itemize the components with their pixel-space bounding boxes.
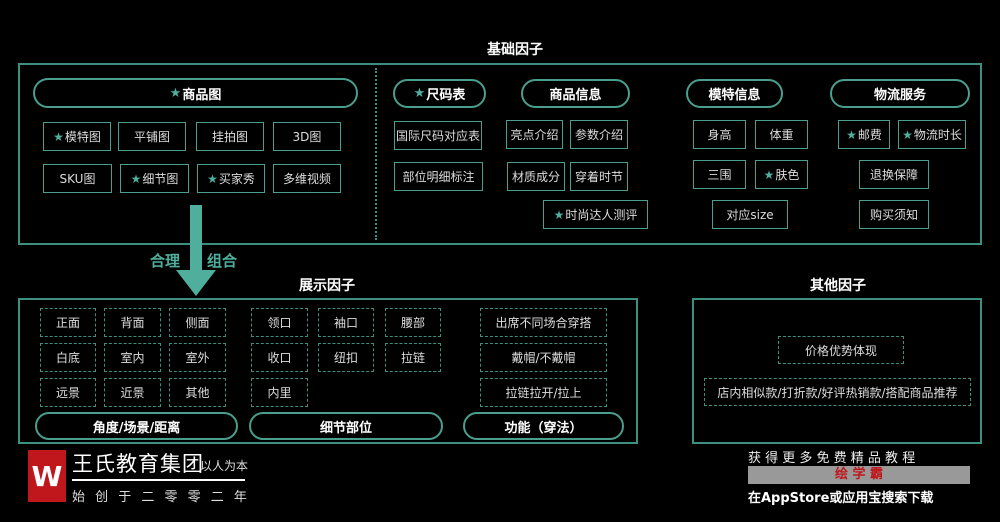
- item-season: 穿着时节: [570, 162, 628, 191]
- star-icon: ★: [413, 86, 426, 101]
- display-factors-title: 展示因子: [299, 278, 355, 294]
- star-icon: ★: [553, 207, 565, 222]
- item-highlights: 亮点介绍: [506, 120, 563, 149]
- pill-model-info: 模特信息: [686, 79, 783, 108]
- item-label: 细节图: [142, 172, 179, 186]
- item-angle-6: 远景: [40, 378, 96, 407]
- star-icon: ★: [130, 171, 142, 186]
- item-model-image: ★模特图: [43, 122, 111, 151]
- item-label: 物流时长: [913, 128, 962, 142]
- item-return-guarantee: 退换保障: [859, 160, 929, 189]
- pill-detail-parts: 细节部位: [249, 412, 443, 440]
- item-buyer-show: ★买家秀: [197, 164, 265, 193]
- item-function-1: 戴帽/不戴帽: [480, 343, 607, 372]
- pill-label: 商品图: [182, 87, 222, 103]
- pill-product-image: ★商品图: [33, 78, 358, 108]
- item-purchase-notice: 购买须知: [859, 200, 929, 229]
- star-icon: ★: [207, 171, 218, 186]
- pill-logistics: 物流服务: [830, 79, 970, 108]
- pill-angle-scene: 角度/场景/距离: [35, 412, 238, 440]
- pill-label: 尺码表: [426, 88, 466, 103]
- basic-factors-title: 基础因子: [487, 42, 543, 58]
- logo-underline: [72, 479, 245, 481]
- item-fashion-review: ★时尚达人测评: [543, 200, 648, 229]
- item-angle-3: 白底: [40, 343, 96, 372]
- item-delivery-time: ★物流时长: [898, 120, 966, 149]
- item-corresponding-size: 对应size: [712, 200, 788, 229]
- item-hanging-image: 挂拍图: [196, 122, 264, 151]
- logo-name: 王氏教育集团: [72, 452, 204, 476]
- item-height: 身高: [693, 120, 746, 149]
- item-measurements: 三围: [693, 160, 746, 189]
- promo-line3: 在AppStore或应用宝搜索下载: [748, 491, 934, 506]
- item-detail-0: 领口: [251, 308, 308, 337]
- item-recommendations: 店内相似款/打折款/好评热销款/搭配商品推荐: [704, 378, 971, 406]
- item-postage: ★邮费: [838, 120, 890, 149]
- other-factors-frame: [692, 298, 982, 444]
- logo-slogan: 以人为本: [200, 459, 249, 473]
- item-function-0: 出席不同场合穿搭: [480, 308, 607, 337]
- item-weight: 体重: [755, 120, 808, 149]
- arrow-label-right: 组合: [207, 252, 238, 270]
- item-detail-5: 拉链: [385, 343, 441, 372]
- star-icon: ★: [846, 127, 857, 142]
- item-skin-color: ★肤色: [755, 160, 808, 189]
- divider: [375, 68, 377, 240]
- item-detail-image: ★细节图: [120, 164, 189, 193]
- star-icon: ★: [763, 167, 775, 182]
- item-3d-image: 3D图: [273, 122, 341, 151]
- item-detail-2: 腰部: [385, 308, 441, 337]
- arrow-down-icon: [176, 270, 216, 296]
- item-price-advantage: 价格优势体现: [778, 336, 904, 364]
- star-icon: ★: [902, 127, 913, 142]
- star-icon: ★: [169, 85, 182, 101]
- item-flat-image: 平铺图: [118, 122, 186, 151]
- item-angle-0: 正面: [40, 308, 96, 337]
- item-detail-6: 内里: [251, 378, 308, 407]
- promo-brand: 绘 学 霸: [748, 466, 970, 484]
- arrow-label-left: 合理: [150, 252, 181, 270]
- item-label: 肤色: [775, 168, 800, 182]
- other-factors-title: 其他因子: [810, 278, 866, 294]
- star-icon: ★: [53, 129, 64, 144]
- arrow-shaft: [190, 205, 202, 271]
- item-multi-video: 多维视频: [273, 164, 341, 193]
- item-detail-3: 收口: [251, 343, 308, 372]
- item-detail-1: 袖口: [318, 308, 374, 337]
- promo-line1: 获 得 更 多 免 费 精 品 教 程: [748, 451, 916, 466]
- item-function-2: 拉链拉开/拉上: [480, 378, 607, 407]
- item-label: 时尚达人测评: [565, 208, 638, 222]
- logo-icon: W: [28, 450, 66, 502]
- item-sku-image: SKU图: [43, 164, 112, 193]
- item-label: 邮费: [857, 128, 882, 142]
- item-part-detail: 部位明细标注: [394, 162, 483, 191]
- pill-size-chart: ★尺码表: [393, 79, 486, 108]
- item-label: 买家秀: [218, 172, 255, 186]
- item-angle-8: 其他: [169, 378, 226, 407]
- item-material: 材质成分: [507, 162, 565, 191]
- item-detail-4: 纽扣: [318, 343, 374, 372]
- display-factors-frame: [18, 298, 638, 444]
- item-angle-7: 近景: [104, 378, 161, 407]
- item-angle-1: 背面: [104, 308, 161, 337]
- item-intl-size: 国际尺码对应表: [394, 121, 482, 150]
- item-angle-2: 侧面: [169, 308, 226, 337]
- item-label: 模特图: [64, 130, 101, 144]
- logo-founded: 始 创 于 二 零 零 二 年: [72, 490, 250, 505]
- basic-factors-frame: [18, 63, 982, 245]
- item-angle-4: 室内: [104, 343, 161, 372]
- pill-function: 功能（穿法）: [463, 412, 624, 440]
- item-angle-5: 室外: [169, 343, 226, 372]
- pill-product-info: 商品信息: [521, 79, 630, 108]
- item-params: 参数介绍: [570, 120, 628, 149]
